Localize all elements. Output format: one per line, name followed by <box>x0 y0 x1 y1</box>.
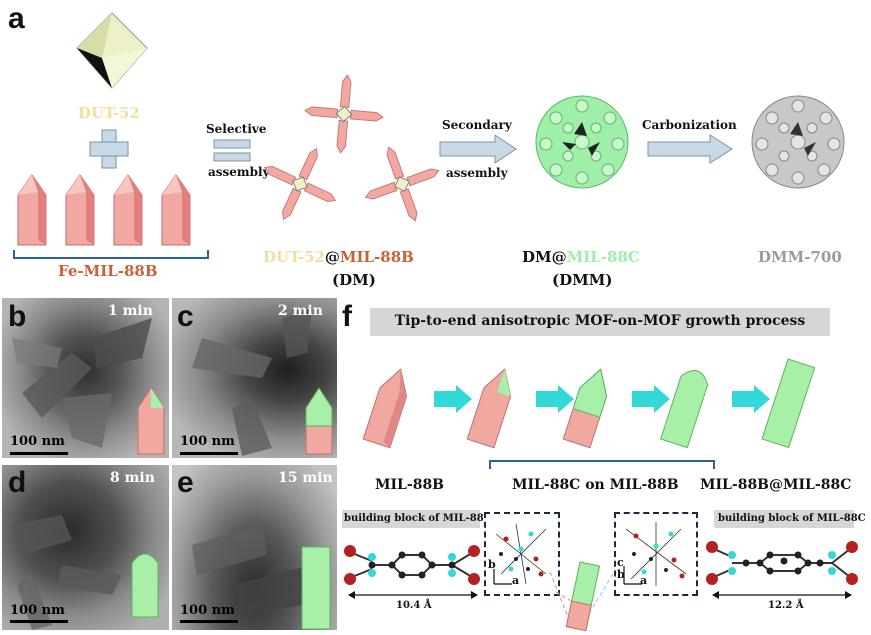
dm-label-mil88b: MIL-88B <box>339 248 414 266</box>
dist-arrow-c <box>712 591 852 599</box>
tem-image-d <box>2 465 169 630</box>
scale-bar-c <box>180 452 238 455</box>
time-label-e: 15 min <box>278 470 333 486</box>
on-bracket <box>489 460 715 469</box>
panel-label-e: e <box>177 466 194 499</box>
axis-a-1: a <box>512 574 520 587</box>
plus-icon <box>89 129 129 169</box>
dmm-abbrev: (DMM) <box>552 271 613 289</box>
mil88b-label: Fe-MIL-88B <box>58 262 158 280</box>
time-label-d: 8 min <box>110 470 155 486</box>
dmm700-label: DMM-700 <box>758 248 842 266</box>
dist-label-b: 10.4 Å <box>396 600 432 611</box>
panel-f-title: Tip-to-end anisotropic MOF-on-MOF growth… <box>394 313 806 329</box>
dut52-octahedron <box>76 12 148 89</box>
dist-label-c: 12.2 Å <box>768 600 804 611</box>
scale-label-c: 100 nm <box>180 434 235 449</box>
rod-inset-c <box>305 387 333 455</box>
dist-arrow-b <box>348 591 478 599</box>
dmm700-sphere <box>751 95 845 189</box>
scale-label-d: 100 nm <box>10 603 65 618</box>
mil88b-rods <box>17 174 191 246</box>
rod-inset-b <box>137 387 165 455</box>
arrow2-top-label: Secondary <box>442 118 512 132</box>
axis-c-2: c <box>617 556 624 569</box>
rod-inset-e <box>301 546 331 630</box>
molecule-c <box>706 541 858 585</box>
label-mil88b-at-mil88c: MIL-88B@MIL-88C <box>700 477 852 493</box>
molecule-b <box>344 545 480 585</box>
label-mil88c-on-mil88b: MIL-88C on MIL-88B <box>512 477 679 493</box>
arrow1-bottom-label: assembly <box>208 165 270 179</box>
dm-label-at: @ <box>324 248 340 266</box>
dmm-label-mil88c: MIL-88C <box>566 248 640 266</box>
arrow2-bottom-label: assembly <box>446 166 508 180</box>
time-label-c: 2 min <box>278 303 323 319</box>
block-c-header <box>714 510 854 528</box>
dut52-label: DUT-52 <box>78 104 140 122</box>
dm-label-dut52: DUT-52 <box>263 248 325 266</box>
panel-f-title-bar <box>370 308 830 336</box>
crystal-box-2 <box>614 512 698 596</box>
dmm-label: DM@MIL-88C <box>522 248 640 266</box>
secondary-assembly-arrow <box>439 134 517 164</box>
tem-image-b <box>2 298 169 458</box>
block-b-header <box>342 510 480 528</box>
scale-label-e: 100 nm <box>180 603 235 618</box>
scale-label-b: 100 nm <box>10 434 65 449</box>
dmm-sphere <box>535 95 629 189</box>
panel-label-a: a <box>8 2 25 35</box>
panel-label-f: f <box>342 300 352 333</box>
growth-sequence <box>362 358 816 449</box>
center-rod <box>549 561 621 632</box>
panel-label-d: d <box>8 466 27 499</box>
scale-bar-e <box>180 620 238 623</box>
tem-image-c <box>172 298 337 458</box>
scale-bar-b <box>10 452 68 455</box>
block-c-title: building block of MIL-88C <box>718 513 866 524</box>
arrow1-top-label: Selective <box>206 122 267 136</box>
dmm-label-dm: DM@ <box>522 248 567 266</box>
mil88b-bracket <box>13 250 209 259</box>
dm-crosses <box>247 71 453 237</box>
panel-label-b: b <box>8 300 27 333</box>
rod-inset-d <box>131 553 159 618</box>
arrow3-top-label: Carbonization <box>642 118 737 132</box>
panel-label-c: c <box>177 300 194 333</box>
selective-assembly-icon <box>213 139 251 162</box>
tem-image-e <box>172 465 337 630</box>
label-mil88b: MIL-88B <box>375 477 445 493</box>
block-b-title: building block of MIL-88B <box>344 513 493 524</box>
axis-b-2: b <box>617 568 625 581</box>
scale-bar-d <box>10 620 68 623</box>
crystal-box-1 <box>484 512 560 596</box>
time-label-b: 1 min <box>108 303 153 319</box>
axis-a-2: a <box>640 574 648 587</box>
dm-abbrev: (DM) <box>332 271 376 289</box>
axis-b-1: b <box>488 558 496 571</box>
dm-label: DUT-52@MIL-88B <box>263 248 414 266</box>
carbonization-arrow <box>647 134 733 164</box>
